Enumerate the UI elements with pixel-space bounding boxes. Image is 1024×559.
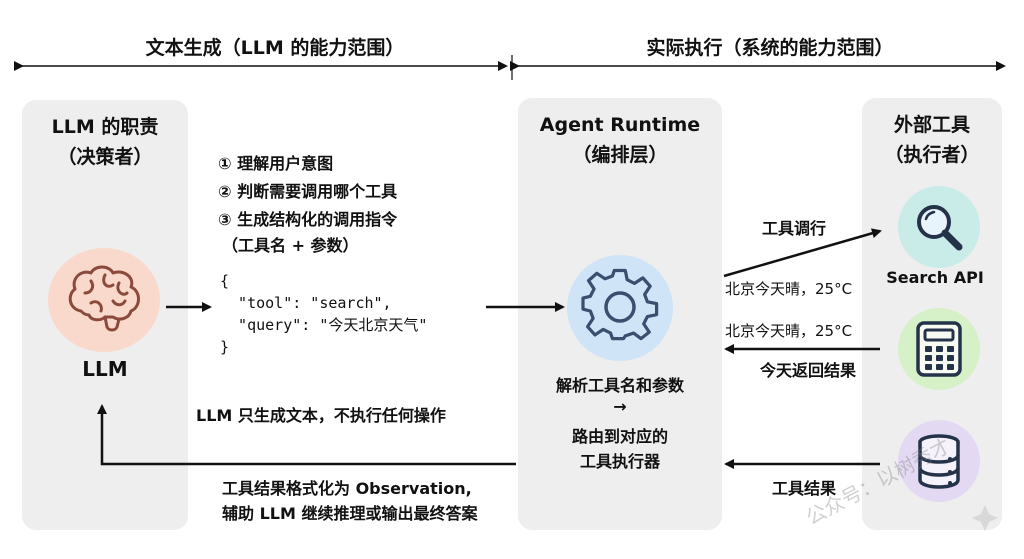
llm-panel-title: LLM 的职责 bbox=[51, 116, 159, 138]
gear-icon-svg bbox=[581, 268, 659, 341]
brain-icon bbox=[48, 248, 160, 352]
note-only-text: LLM 只生成文本，不执行任何操作 bbox=[196, 406, 446, 425]
feedback-line-2: 辅助 LLM 继续推理或输出最终答案 bbox=[222, 504, 478, 523]
runtime-panel-subtitle: （编排层） bbox=[572, 144, 668, 166]
feedback-loop-arrow bbox=[97, 404, 516, 466]
gear-icon bbox=[567, 255, 673, 361]
calculator-icon-svg bbox=[916, 321, 962, 377]
database-icon bbox=[898, 420, 980, 502]
search-api-label: Search API bbox=[886, 268, 984, 287]
sparkle-icon bbox=[972, 505, 998, 531]
section-title-actual-execution: 实际执行（系统的能力范围） bbox=[646, 37, 894, 59]
code-line-1: { bbox=[220, 272, 230, 290]
calculator-icon bbox=[898, 308, 980, 390]
step-choose-tool: ② 判断需要调用哪个工具 bbox=[218, 182, 398, 201]
response-weather-text: 北京今天晴，25°C bbox=[725, 322, 853, 340]
runtime-desc-line-2: 路由到对应的 bbox=[571, 427, 668, 446]
runtime-desc-line-3: 工具执行器 bbox=[579, 452, 660, 471]
code-line-4: } bbox=[220, 338, 230, 356]
tool-result-label: 工具结果 bbox=[772, 479, 837, 498]
tools-panel-title: 外部工具 bbox=[893, 114, 970, 136]
search-icon-svg bbox=[917, 205, 963, 251]
database-icon-svg bbox=[918, 434, 960, 489]
step-generate-instruction-sub: （工具名 + 参数） bbox=[222, 236, 359, 255]
feedback-line-1: 工具结果格式化为 Observation, bbox=[222, 479, 472, 498]
runtime-desc-line-1: 解析工具名和参数 bbox=[555, 376, 684, 395]
search-icon bbox=[898, 186, 980, 268]
runtime-desc-arrow: → bbox=[613, 397, 627, 416]
request-weather-text: 北京今天晴，25°C bbox=[725, 280, 853, 298]
section-title-text-generation: 文本生成（LLM 的能力范围） bbox=[145, 37, 405, 59]
step-understand-intent: ① 理解用户意图 bbox=[218, 154, 334, 173]
tool-call-arrow bbox=[723, 228, 882, 278]
return-result-label: 今天返回结果 bbox=[760, 361, 857, 380]
tools-panel-subtitle: （执行者） bbox=[884, 144, 980, 166]
code-line-2: "tool": "search", bbox=[220, 294, 392, 312]
step-generate-instruction: ③ 生成结构化的调用指令 bbox=[218, 210, 398, 229]
brain-icon-svg bbox=[68, 265, 140, 332]
llm-label: LLM bbox=[82, 357, 128, 381]
runtime-panel-title: Agent Runtime bbox=[539, 114, 701, 136]
llm-panel-subtitle: （决策者） bbox=[57, 146, 153, 168]
tool-call-label: 工具调行 bbox=[762, 219, 827, 238]
code-line-3: "query": "今天北京天气" bbox=[220, 316, 428, 334]
